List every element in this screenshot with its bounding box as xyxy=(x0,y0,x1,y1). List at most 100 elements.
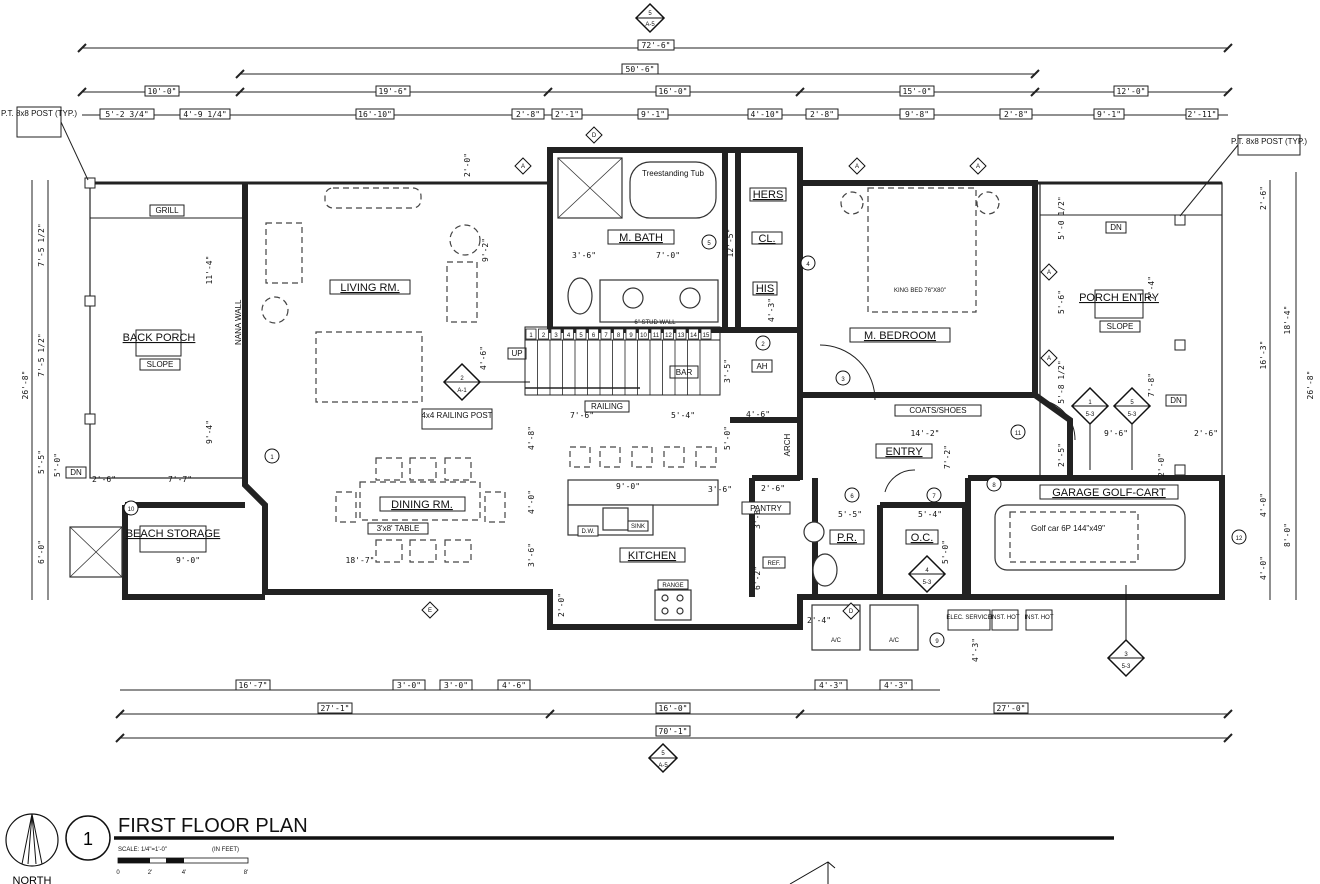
stair-step-number: 4 xyxy=(567,333,571,339)
dim-top-r3-1: 5'-2 3/4" xyxy=(105,110,148,119)
keynote-bubble xyxy=(1010,424,1026,440)
drawing-number: 1 xyxy=(83,829,93,849)
sec-bottom-sheet: A-5 xyxy=(658,763,668,769)
dim-top-r2-5: 12'-0" xyxy=(1117,87,1146,96)
interior-dimension-label: 2'-0" xyxy=(463,153,472,177)
drawing-title: FIRST FLOOR PLAN xyxy=(118,815,308,837)
keynote-bubble xyxy=(844,487,860,503)
dim-bot-r2-1: 27'-1" xyxy=(321,704,350,713)
note-post-left: P.T. 8x8 POST (TYP.) xyxy=(1,109,77,118)
interior-dimension-label: 3'-8" xyxy=(753,505,762,529)
dim-top-r2-1: 10'-0" xyxy=(148,87,177,96)
interior-dimension-label: 4'-8" xyxy=(527,426,536,450)
label-oc: O.C. xyxy=(911,532,934,544)
keynote-number: 2 xyxy=(761,342,765,348)
interior-dimension-label: 4'-3" xyxy=(767,298,776,322)
dim-bot-r2-2: 16'-0" xyxy=(659,704,688,713)
sec-bottom-num: 5 xyxy=(661,751,665,757)
interior-dimension-label: 5'-8 1/2" xyxy=(1057,360,1066,403)
note-arch: ARCH xyxy=(783,433,792,456)
dim-top-r2-2: 19'-6" xyxy=(379,87,408,96)
keynote-number: 7 xyxy=(932,494,936,500)
dim-top-r3-3: 16'-10" xyxy=(358,110,392,119)
note-golf-car: Golf car 6P 144"x49" xyxy=(1031,524,1105,533)
note-nana-wall: NANA WALL xyxy=(234,299,243,345)
interior-dimension-label: 9'-6" xyxy=(1104,429,1128,438)
tag-a-1: A xyxy=(521,164,525,170)
dim-bot-r1-4: 4'-6" xyxy=(502,681,526,690)
scale-tick-8: 8' xyxy=(244,870,248,876)
north-arrow-icon xyxy=(5,813,59,867)
keynote-number: 5 xyxy=(707,241,711,247)
stair-step-box xyxy=(538,328,549,340)
note-stud-wall: 6" STUD WALL xyxy=(634,320,676,326)
keynote-bubble xyxy=(986,476,1002,492)
note-up: UP xyxy=(511,349,522,358)
keynote-bubble xyxy=(755,335,771,351)
dim-left-2: 7'-5 1/2" xyxy=(37,333,46,376)
sec-5-sheet: 5-3 xyxy=(1128,412,1137,418)
interior-dimension-label: 9'-0" xyxy=(176,556,200,565)
interior-dimension-label: 4'-6" xyxy=(746,410,770,419)
stair-step-number: 2 xyxy=(542,333,546,339)
keynote-bubble xyxy=(800,255,816,271)
left-dimensions: 7'-5 1/2" 7'-5 1/2" 26'-8" 5'-5" 5'-0" 6… xyxy=(21,180,62,600)
scale-units: (IN FEET) xyxy=(212,847,239,853)
stair-step-box xyxy=(588,328,599,340)
sec-1-num: 1 xyxy=(1088,400,1092,406)
stair-step-number: 9 xyxy=(629,333,633,339)
tag-a-3: A xyxy=(976,164,980,170)
dim-right-6: 8'-0" xyxy=(1283,523,1292,547)
scale-label: SCALE: 1/4"=1'-0" xyxy=(118,847,167,853)
keynote-number: 10 xyxy=(128,507,135,513)
dim-bot-r1-2: 3'-0" xyxy=(397,681,421,690)
furniture xyxy=(69,157,1186,651)
stair-step-number: 10 xyxy=(640,333,647,339)
label-his: HIS xyxy=(756,283,774,295)
dim-top-r3-8: 2'-8" xyxy=(810,110,834,119)
tag-d-2: D xyxy=(849,609,854,615)
note-dw: D.W. xyxy=(582,529,595,535)
dim-top-r3-7: 4'-10" xyxy=(751,110,780,119)
dim-right-2: 16'-3" xyxy=(1259,341,1268,370)
keynote-bubble xyxy=(1231,529,1247,545)
dim-top-r3-6: 9'-1" xyxy=(641,110,665,119)
section-marker-top: 5 A-5 xyxy=(634,2,666,34)
interior-dimension-label: 7'-0" xyxy=(656,251,680,260)
keynote-bubble xyxy=(701,234,717,250)
dim-top-r3-12: 2'-11" xyxy=(1188,110,1217,119)
interior-dimension-label: 5'-0 1/2" xyxy=(1057,196,1066,239)
label-pr: P.R. xyxy=(837,532,857,544)
interior-dimension-label: 7'-6" xyxy=(570,411,594,420)
label-dining: DINING RM. xyxy=(391,499,453,511)
interior-dimension-label: 4'-6" xyxy=(479,346,488,370)
stair-step-box xyxy=(613,328,624,340)
dim-top-r3-10: 2'-8" xyxy=(1004,110,1028,119)
stair-step-box xyxy=(688,328,699,340)
note-inst-hot-2: INST. HOT xyxy=(1024,615,1053,621)
label-entry: ENTRY xyxy=(885,446,923,458)
interior-dimension-label: 11'-4" xyxy=(205,256,214,285)
dim-left-4: 5'-5" xyxy=(37,450,46,474)
interior-dimension-label: 3'-6" xyxy=(708,485,732,494)
interior-dimension-label: 5'-5" xyxy=(838,510,862,519)
interior-dimension-label: 5'-0" xyxy=(941,540,950,564)
keynote-number: 11 xyxy=(1015,431,1022,437)
interior-dimension-label: 7'-2" xyxy=(943,445,952,469)
notes: P.T. 8x8 POST (TYP.) P.T. 8x8 POST (TYP.… xyxy=(1,106,1307,644)
dim-right-5: 4'-0" xyxy=(1259,493,1268,517)
sec-4-num: 4 xyxy=(925,568,929,574)
dim-right-3: 18'-4" xyxy=(1283,306,1292,335)
section-markers: 2 A-1 1 5-3 5 5-3 4 5-3 3 5-3 5 A-5 xyxy=(442,362,1152,774)
dim-bot-r1-3: 3'-0" xyxy=(444,681,468,690)
dim-left-3: 26'-8" xyxy=(21,371,30,400)
note-tub: Treestanding Tub xyxy=(642,169,705,178)
interior-dimension-label: 3'-5" xyxy=(723,359,732,383)
stair-step-box xyxy=(700,328,712,340)
stair-step-number: 3 xyxy=(554,333,558,339)
stair-step-box xyxy=(575,328,587,340)
top-dimensions: 72'-6" 50'-6" 10'-0" 19'-6" 16'-0" 15'-0… xyxy=(77,39,1233,120)
